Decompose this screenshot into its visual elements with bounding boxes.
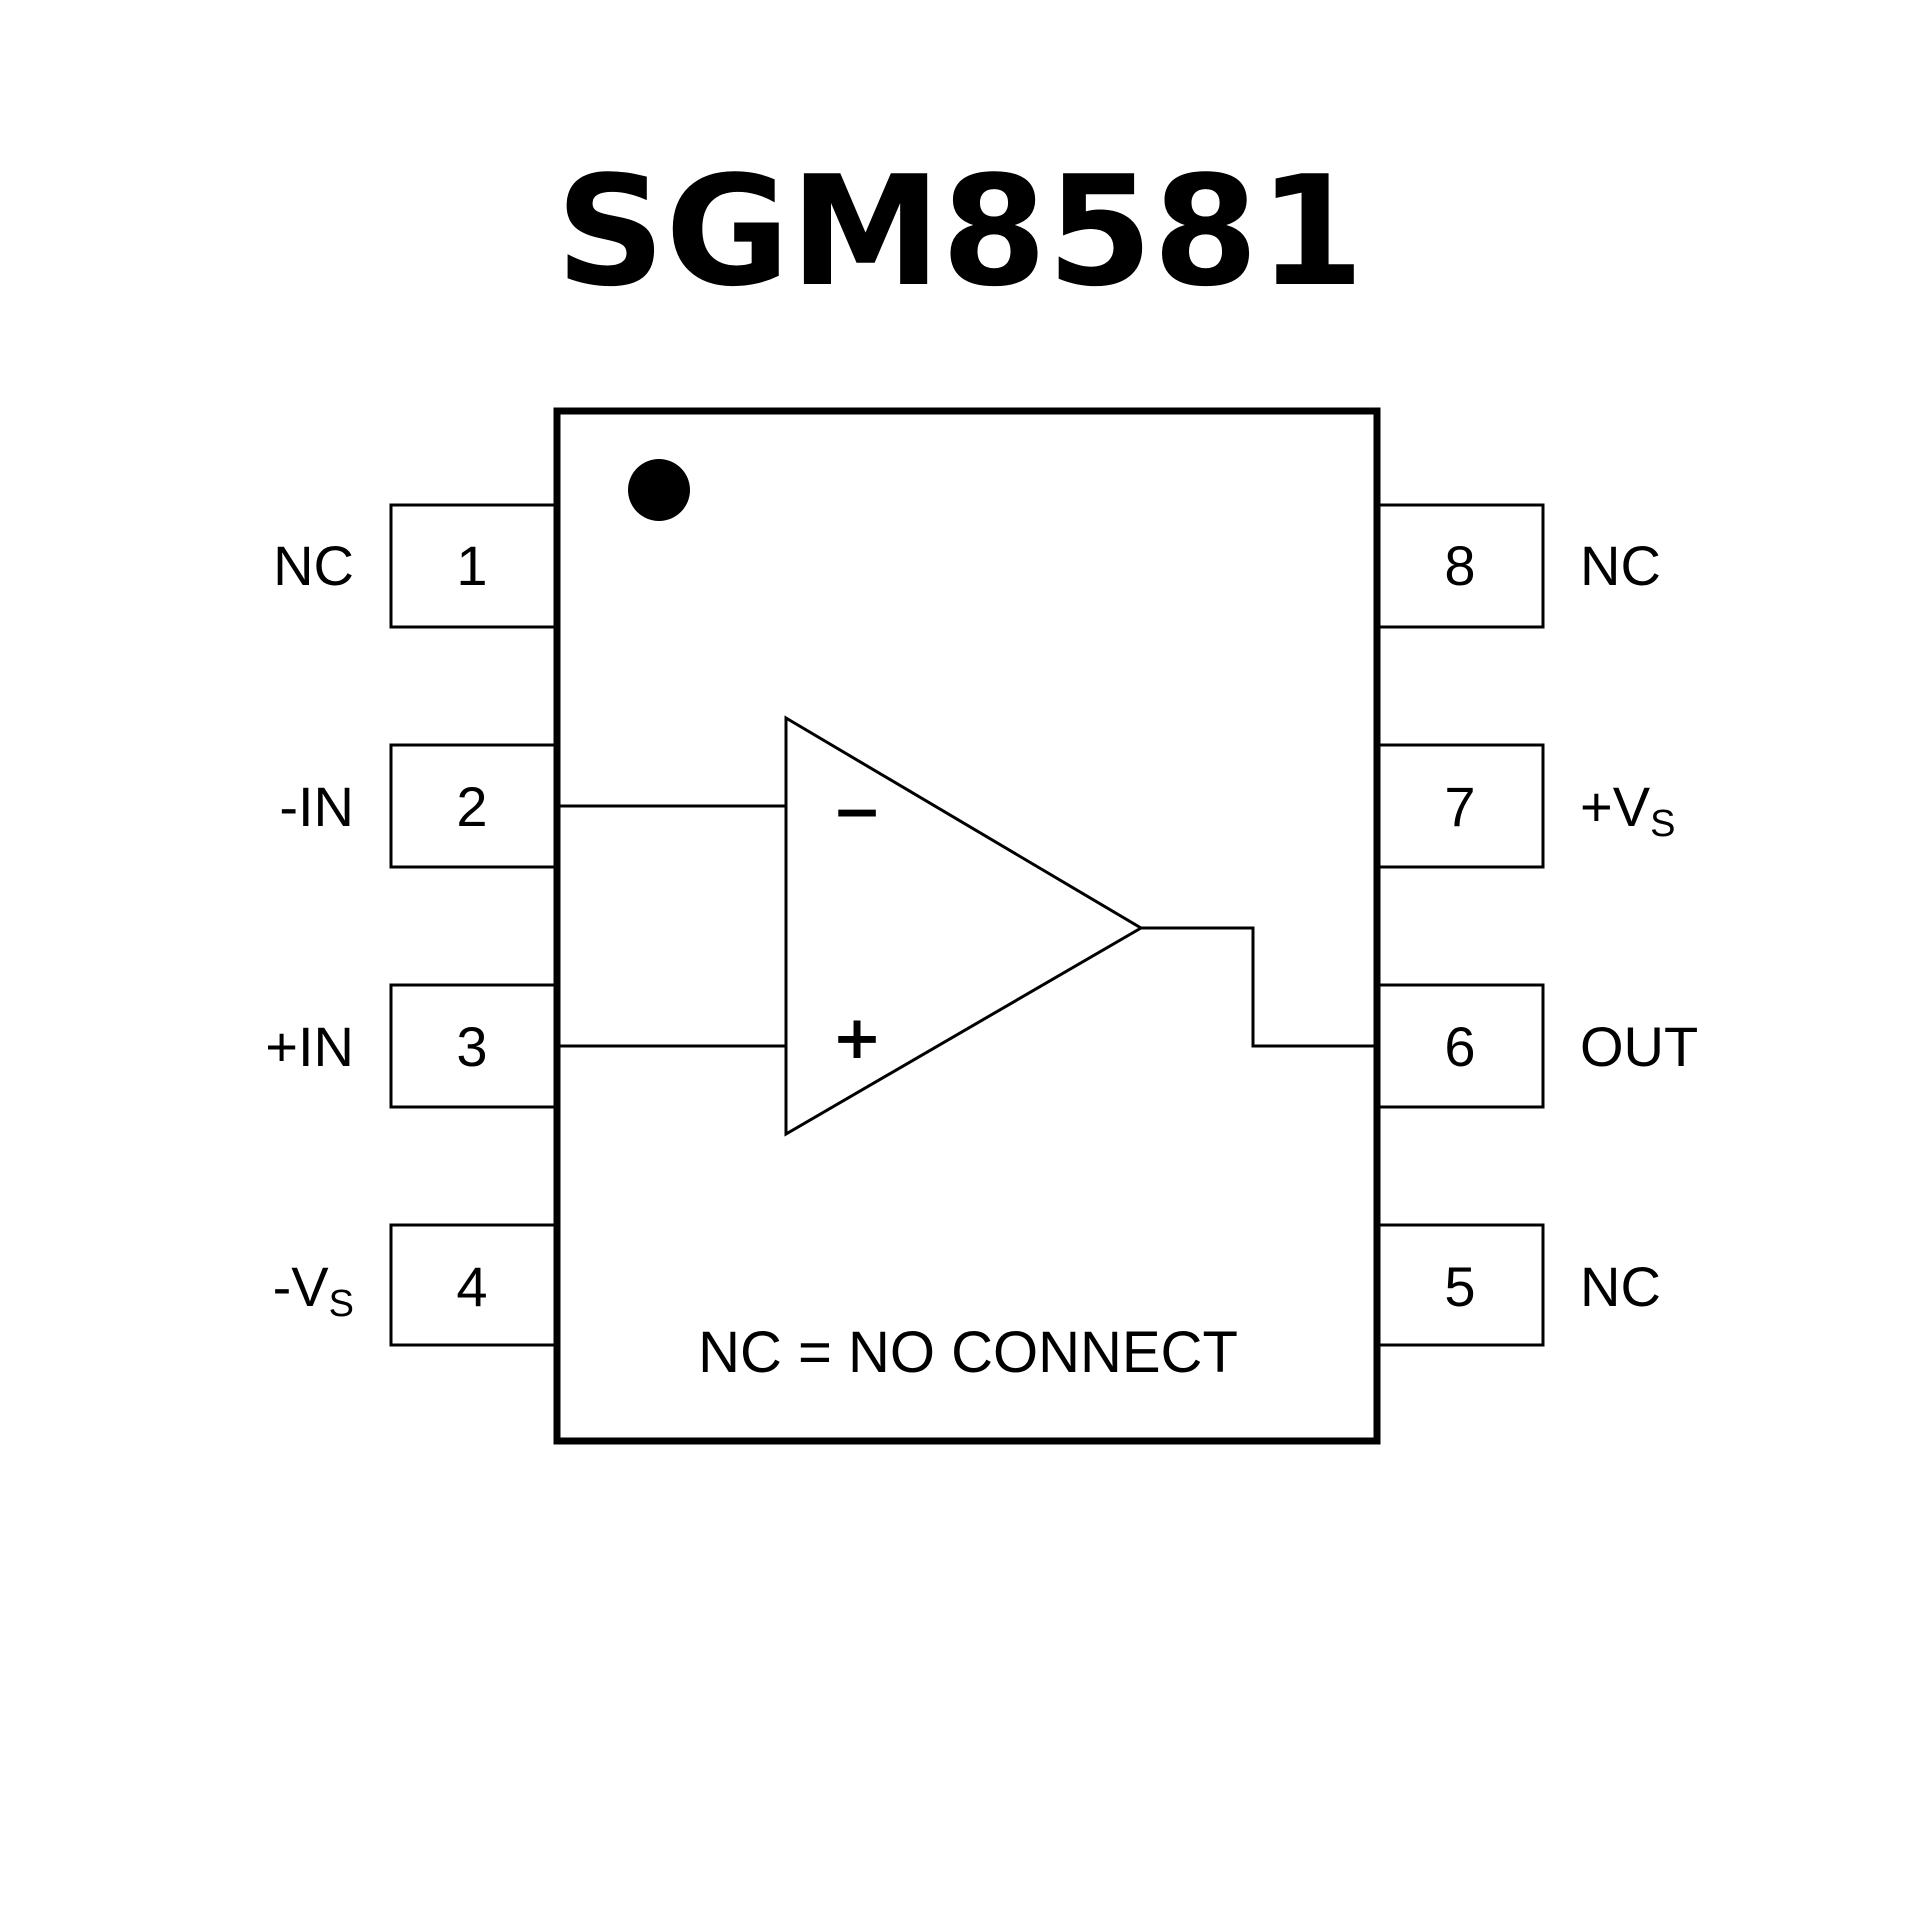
pin-label: OUT (1580, 1015, 1698, 1078)
left-pin-3: 3 +IN (265, 983, 559, 1109)
pin-number: 4 (456, 1255, 487, 1318)
pin-box (389, 743, 559, 869)
pin-number: 2 (456, 775, 487, 838)
pin-number: 7 (1444, 775, 1475, 838)
pin-label: NC (1580, 534, 1661, 597)
pin-label: NC (273, 534, 354, 597)
wire-output (1141, 926, 1374, 1048)
pin-label: +IN (265, 1015, 354, 1078)
pin-label: +VS (1580, 775, 1675, 845)
right-pin-5: 5 NC (1375, 1223, 1661, 1347)
pin-label: -VS (273, 1255, 354, 1325)
right-pin-6: 6 OUT (1375, 983, 1698, 1109)
pin-number: 3 (456, 1015, 487, 1078)
chip-body (553, 407, 1381, 1445)
pin-label: -IN (279, 775, 354, 838)
right-pin-8: 8 NC (1375, 503, 1661, 629)
left-pin-4: 4 -VS (273, 1223, 559, 1347)
chip-title: SGM8581 (556, 143, 1365, 320)
pin-number: 5 (1444, 1255, 1475, 1318)
nc-note: NC = NO CONNECT (698, 1320, 1238, 1385)
pin-box (389, 983, 559, 1109)
pin1-marker-dot (628, 459, 690, 521)
left-pin-2: 2 -IN (279, 743, 559, 869)
pin-number: 1 (456, 534, 487, 597)
right-pin-7: 7 +VS (1375, 743, 1675, 869)
inverting-sign: − (832, 777, 882, 847)
opamp-triangle (784, 715, 1144, 1137)
pin-label: NC (1580, 1255, 1661, 1318)
noninverting-sign: + (832, 1003, 882, 1073)
left-pin-1: 1 NC (273, 503, 559, 629)
pin-number: 6 (1444, 1015, 1475, 1078)
pin-box (1375, 983, 1545, 1109)
pin-number: 8 (1444, 534, 1475, 597)
pin-box (1375, 503, 1545, 629)
pin-box (389, 503, 559, 629)
